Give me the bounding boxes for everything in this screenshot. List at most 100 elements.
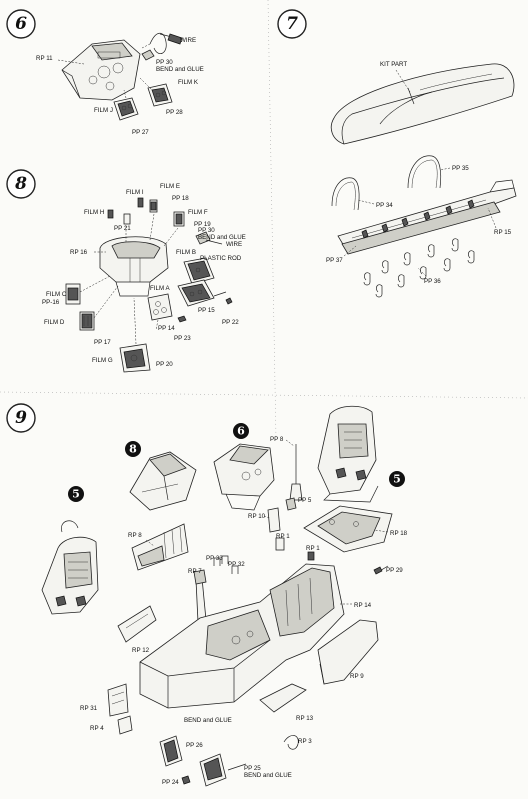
label-pp19: PP 19 [194,221,211,228]
rp31-pedal-part [107,683,129,717]
pp32-clip [231,565,239,574]
label-pp18: PP 18 [172,195,189,202]
step-8-number: 8 [14,174,27,194]
leader-pp27 [123,89,127,99]
ref-step-8-badge [125,441,141,457]
wire-part [149,32,183,55]
leader-rp8 [145,539,155,547]
label-pp8: PP 8 [270,436,284,443]
label-rp8: RP 8 [128,532,142,539]
label-pp16: PP-16 [42,299,60,306]
step-9-circle [6,403,36,433]
label-rp1-a: RP 1 [276,533,290,540]
label-film-j: FILM J [94,107,113,114]
ejection-seat-left [41,520,99,615]
rp8-side-panel [131,523,189,571]
label-rp10: RP 10 [248,513,266,520]
ref-step-5-number-right: 5 [393,473,401,486]
label-film-g: FILM G [92,357,113,364]
pp5-part [285,497,297,511]
label-pp25: PP 25 [244,765,261,772]
label-film-a: FILM A [150,285,170,292]
label-pp34: PP 34 [376,202,393,209]
rp16-console-part [99,236,169,297]
leader-pp19 [163,227,179,247]
label-film-d: FILM D [44,319,65,326]
step-7-group: 7 [277,9,517,298]
label-pp22: PP 22 [222,319,239,326]
label-rp9: RP 9 [350,673,364,680]
step-9-group: 9 8 6 5 [6,403,408,787]
leader-rp18 [373,529,389,533]
ref-step-8-number: 8 [129,443,137,456]
film-e-pp18-part [149,199,158,213]
label-wire-8: WIRE [226,241,242,248]
label-pp35: PP 35 [452,165,469,172]
film-g-pp20-part [119,343,151,373]
label-bend-glue-9b: BEND and GLUE [244,772,292,779]
ref-step-6-badge [233,423,249,439]
step-8-circle [6,169,36,199]
rp12-side-console [117,605,157,643]
step-6-number: 6 [15,14,27,34]
label-film-h: FILM H [84,209,104,216]
label-rp18: RP 18 [390,530,408,537]
label-rp16: RP 16 [70,249,88,256]
leader-pp35 [439,167,451,171]
rp10-part [267,507,281,533]
step-8-group: 8 [6,169,246,373]
label-pp26: PP 26 [186,742,203,749]
label-film-k: FILM K [178,79,199,86]
rp14-cockpit-tub [139,563,345,709]
label-rp4: RP 4 [90,725,104,732]
label-rp15: RP 15 [494,229,512,236]
label-pp37: PP 37 [326,257,343,264]
label-pp30-6: PP 30 [156,59,173,66]
leader-rp10 [263,515,271,519]
ref-step-5-badge-left [68,486,84,502]
leader-pp18 [149,213,155,241]
label-pp28: PP 28 [166,109,183,116]
film-f-pp19-part [173,211,185,227]
label-wire-6: WIRE [180,37,196,44]
rp4-pedal-part [117,715,133,735]
leader-pp20 [133,297,137,345]
pp22-part [225,297,233,305]
leader-pp28 [139,77,153,91]
label-pp24: PP 24 [162,779,179,786]
pp37-parts-row [361,199,475,239]
ref-step-6-number: 6 [237,425,245,438]
label-kit-part: KIT PART [380,61,407,68]
leader-pp37 [343,245,357,257]
rp9-side-wall [317,619,379,685]
step-6-circle [6,9,36,39]
pp8-rod-part [289,444,303,501]
label-pp33: PP 33 [206,555,223,562]
rear-console-assembly [129,451,197,511]
pp26-part [159,735,183,767]
leader-pp36 [417,267,427,277]
ref-step-5-badge-right [389,471,405,487]
label-film-b: FILM B [176,249,196,256]
film-i-part [137,197,144,208]
film-a-pp14-part [147,293,173,321]
leader-rp15 [487,207,497,229]
pp33-clip [213,555,229,566]
label-bend-glue-6: BEND and GLUE [156,66,204,73]
label-pp14: PP 14 [158,325,175,332]
label-rp31: RP 31 [80,705,98,712]
label-pp30-8: PP 30 [198,227,215,234]
label-rp7: RP 7 [188,568,202,575]
label-pp29: PP 29 [386,567,403,574]
leader-wire-6 [141,43,151,49]
rp13-floor-piece [259,683,307,713]
film-h-part [107,209,114,219]
label-film-f: FILM F [188,209,208,216]
label-pp32: PP 32 [228,561,245,568]
label-rp12: RP 12 [132,647,150,654]
label-rp1-b: RP 1 [306,545,320,552]
label-rp3: RP 3 [298,738,312,745]
label-rp14: RP 14 [354,602,372,609]
